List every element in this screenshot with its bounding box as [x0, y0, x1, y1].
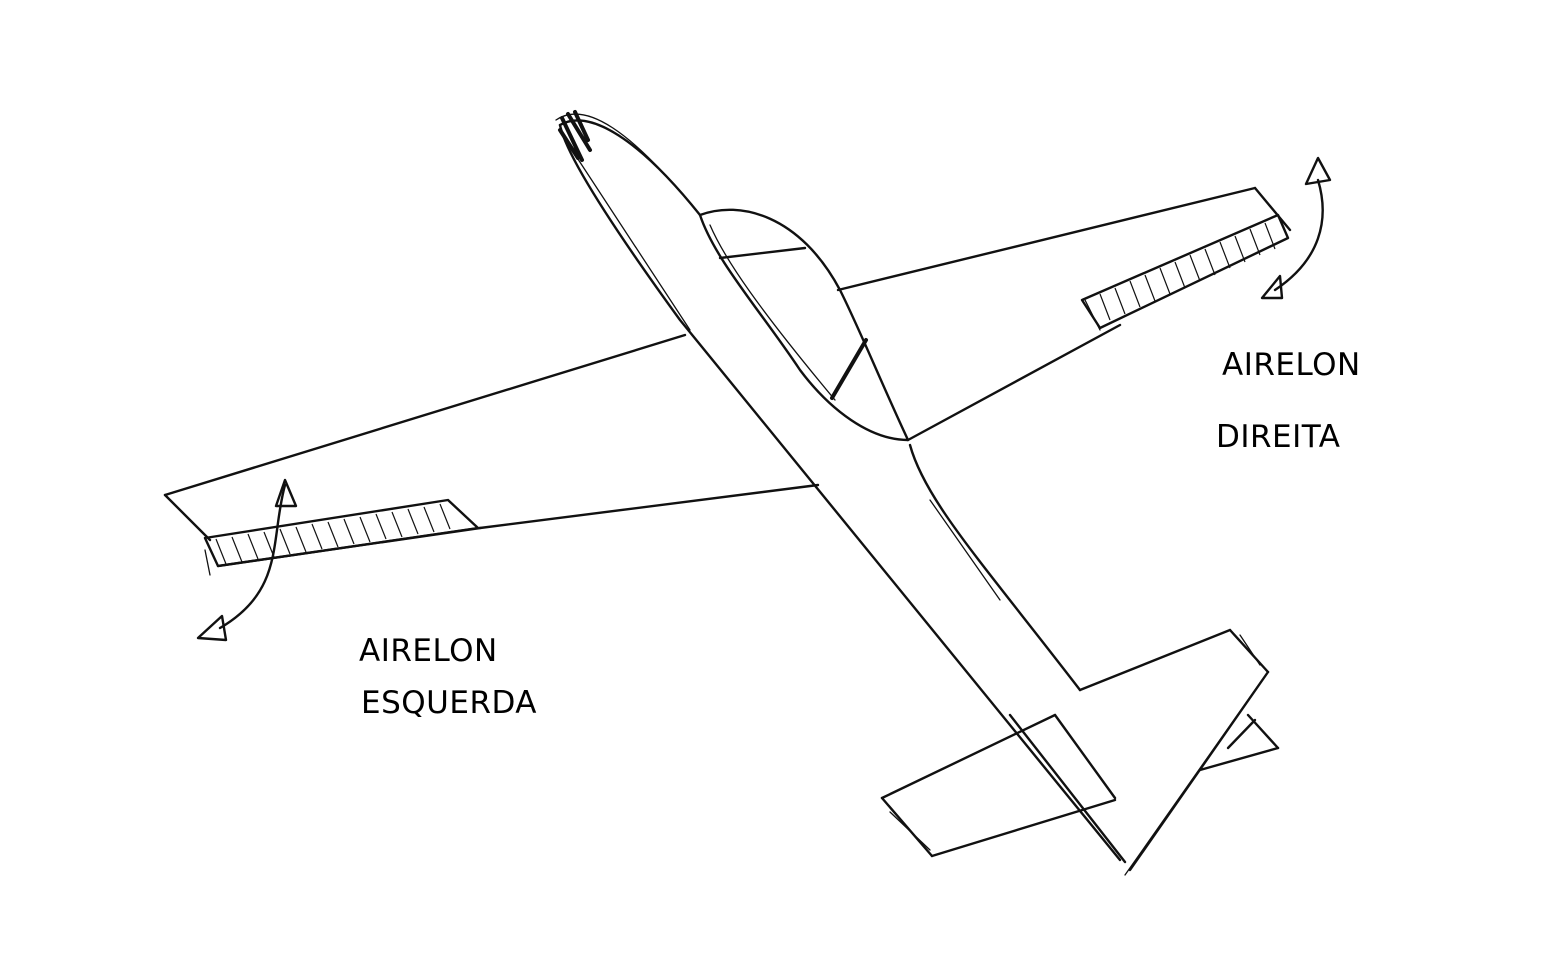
- left-aileron-label-line1: AIRELON: [359, 636, 498, 667]
- left-aileron-hatching: [216, 504, 450, 564]
- right-aileron-arrow: [1262, 158, 1330, 298]
- canopy: [700, 210, 908, 440]
- right-aileron-hatching: [1100, 223, 1275, 320]
- fuselage: [556, 114, 1125, 862]
- vertical-fin: [1125, 672, 1268, 875]
- left-aileron-arrow: [198, 480, 296, 640]
- left-aileron: [205, 500, 478, 566]
- right-aileron-label-line1: AIRELON: [1222, 350, 1361, 381]
- right-aileron: [1082, 215, 1288, 328]
- left-aileron-label-line2: ESQUERDA: [361, 688, 537, 719]
- right-wing: [838, 188, 1290, 440]
- right-aileron-label-line2: DIREITA: [1216, 422, 1341, 453]
- propeller-scribble: [560, 112, 590, 160]
